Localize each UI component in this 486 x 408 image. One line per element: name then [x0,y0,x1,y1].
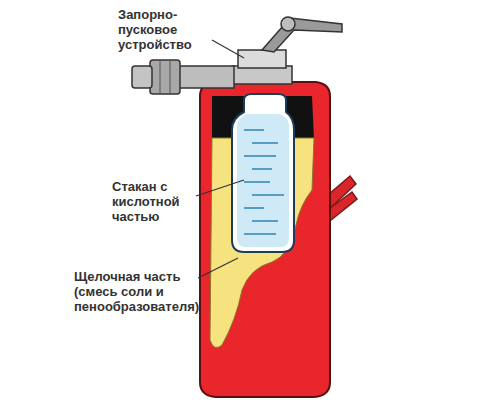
liquid-line [244,181,270,183]
acid-liquid [237,114,289,247]
liquid-lines [244,130,284,234]
lever [262,18,342,52]
liquid-line [252,194,284,196]
nozzle [150,60,180,94]
liquid-line [252,168,272,170]
leader-line [198,258,238,278]
liquid-line [244,207,264,209]
valve-head [238,50,286,68]
part-label: Щелочная часть (смесь соли и пенообразов… [74,270,196,315]
nozzle [176,66,234,88]
part-label: Запорно-пусковое устройство [118,8,218,53]
lever-pivot [281,17,295,31]
liquid-line [244,129,264,131]
liquid-line [252,220,278,222]
acid-cup [232,94,294,252]
nozzle-ring [170,60,171,94]
liquid-line [244,155,276,157]
nozzle-ring [160,60,161,94]
nozzle-tip [132,66,152,88]
leader-line [212,40,244,58]
leader-line [196,180,244,196]
liquid-line [252,142,278,144]
liquid-line [244,233,276,235]
part-label: Стакан с кислотной частью [112,180,196,225]
extinguisher-body [200,82,330,397]
